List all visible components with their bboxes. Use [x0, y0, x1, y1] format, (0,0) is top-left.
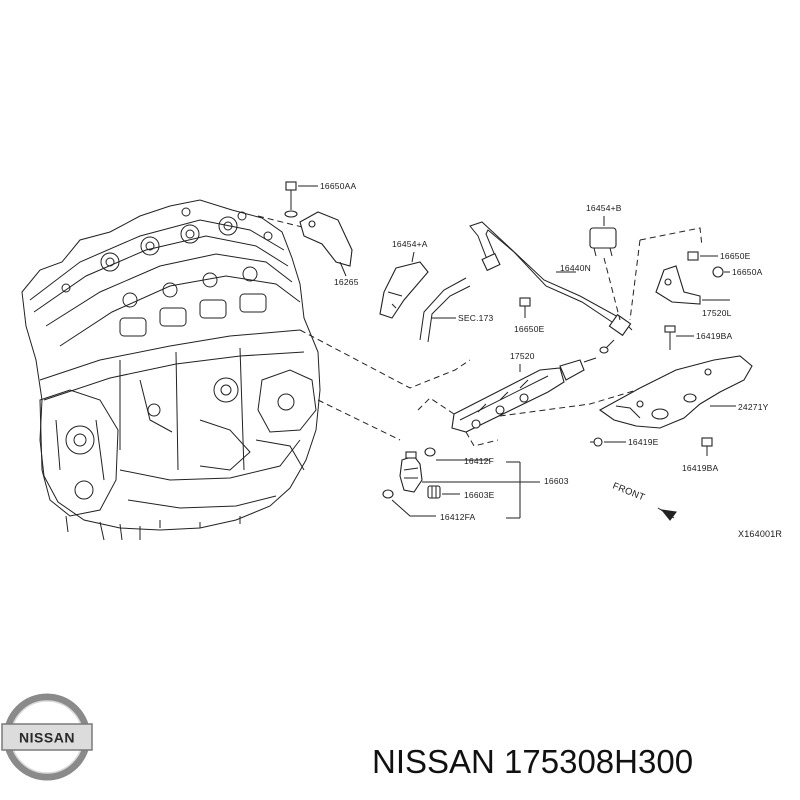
label-sec173: SEC.173	[458, 313, 493, 323]
label-24271Y: 24271Y	[738, 402, 769, 412]
nissan-logo-text: NISSAN	[19, 730, 75, 746]
label-16419E: 16419E	[628, 437, 659, 447]
right-dashed-leaders	[603, 227, 703, 321]
engine-block-drawing	[21, 199, 321, 541]
bolt-16419E	[590, 437, 603, 447]
label-16440N: 16440N	[560, 263, 591, 273]
label-16265: 16265	[334, 277, 359, 287]
oring-16412FA	[382, 489, 394, 499]
harness-bracket-24271Y	[598, 355, 753, 429]
clip-16650E-b	[687, 251, 699, 261]
label-16650A: 16650A	[732, 267, 763, 277]
fuel-line-sec173	[419, 277, 471, 343]
fuel-hose-16440N	[469, 221, 633, 354]
label-16650E-b: 16650E	[720, 251, 751, 261]
hose-16454A	[379, 261, 429, 319]
bolt-16419BA-b	[701, 437, 713, 456]
bracket-17520L	[655, 265, 701, 305]
seal-16603E	[427, 485, 441, 499]
label-16419BA-b: 16419BA	[682, 463, 719, 473]
fuel-rail-17530[interactable]	[451, 357, 597, 433]
label-17520L: 17520L	[702, 308, 732, 318]
front-direction-arrow: FRONT	[611, 481, 677, 521]
label-16454A: 16454+A	[392, 239, 428, 249]
label-16603: 16603	[544, 476, 569, 486]
label-16650AA: 16650AA	[320, 181, 357, 191]
nissan-logo: NISSAN	[1, 693, 93, 781]
bolt-16650AA	[284, 181, 318, 218]
clip-16650E-a	[519, 297, 531, 318]
bolt-16419BA-a	[664, 325, 676, 350]
injector-16603	[399, 451, 423, 493]
bracket-16265	[299, 211, 353, 277]
label-16412F: 16412F	[464, 456, 494, 466]
label-16650E-a: 16650E	[514, 324, 545, 334]
label-16419BA-a: 16419BA	[696, 331, 733, 341]
label-17520: 17520	[510, 351, 535, 361]
connector-16454B	[589, 227, 617, 257]
bolt-16650A	[712, 266, 724, 278]
diagram-reference-id: X164001R	[738, 529, 782, 539]
label-16603E: 16603E	[464, 490, 495, 500]
part-number-title: NISSAN 175308H300	[372, 743, 694, 780]
front-label: FRONT	[611, 481, 646, 504]
label-16454B: 16454+B	[586, 203, 622, 213]
oring-16412F	[424, 447, 436, 457]
label-16412FA: 16412FA	[440, 512, 476, 522]
